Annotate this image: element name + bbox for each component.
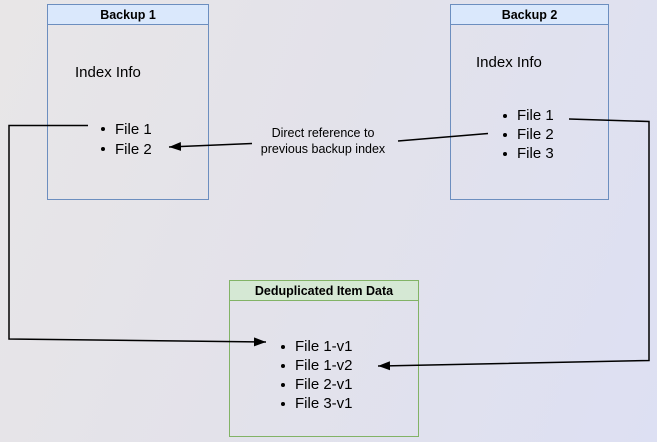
backup2-file-list: File 1 File 2 File 3: [503, 106, 554, 163]
bullet-icon: [503, 113, 507, 118]
file-label: File 2: [115, 140, 152, 158]
list-item: File 2: [503, 125, 554, 144]
list-item: File 2-v1: [281, 375, 353, 394]
backup1-index-info-label: Index Info: [75, 64, 141, 81]
dedup-item-list: File 1-v1 File 1-v2 File 2-v1 File 3-v1: [281, 337, 353, 413]
file-label: File 1-v2: [295, 357, 353, 374]
list-item: File 3: [503, 144, 554, 163]
backup1-body: Index Info File 1 File 2: [48, 25, 208, 219]
bullet-icon: [503, 151, 507, 156]
dedup-box: Deduplicated Item Data File 1-v1 File 1-…: [229, 280, 419, 437]
bullet-icon: [101, 127, 105, 131]
list-item: File 3-v1: [281, 394, 353, 413]
list-item: File 2: [101, 139, 152, 159]
backup2-header: Backup 2: [451, 5, 608, 25]
bullet-icon: [281, 344, 285, 349]
dedup-body: File 1-v1 File 1-v2 File 2-v1 File 3-v1: [230, 301, 418, 442]
reference-edge-label-line1: Direct reference to: [271, 126, 375, 140]
backup2-box: Backup 2 Index Info File 1 File 2 File 3: [450, 4, 609, 200]
backup1-header: Backup 1: [48, 5, 208, 25]
file-label: File 2: [517, 126, 554, 143]
file-label: File 1: [115, 120, 152, 138]
list-item: File 1: [503, 106, 554, 125]
file-label: File 1-v1: [295, 338, 353, 355]
list-item: File 1-v1: [281, 337, 353, 356]
reference-edge-label-line2: previous backup index: [260, 142, 386, 156]
backup2-body: Index Info File 1 File 2 File 3: [451, 25, 608, 219]
bullet-icon: [281, 382, 285, 387]
list-item: File 1-v2: [281, 356, 353, 375]
bullet-icon: [503, 132, 507, 137]
backup1-box: Backup 1 Index Info File 1 File 2: [47, 4, 209, 200]
bullet-icon: [281, 363, 285, 368]
file-label: File 1: [517, 107, 554, 124]
bullet-icon: [281, 401, 285, 406]
reference-edge-label: Direct reference to previous backup inde…: [238, 125, 408, 157]
backup2-index-info-label: Index Info: [476, 54, 542, 71]
dedup-header: Deduplicated Item Data: [230, 281, 418, 301]
file-label: File 3-v1: [295, 395, 353, 412]
backup1-file-list: File 1 File 2: [101, 119, 152, 159]
file-label: File 3: [517, 145, 554, 162]
list-item: File 1: [101, 119, 152, 139]
file-label: File 2-v1: [295, 376, 353, 393]
bullet-icon: [101, 147, 105, 151]
